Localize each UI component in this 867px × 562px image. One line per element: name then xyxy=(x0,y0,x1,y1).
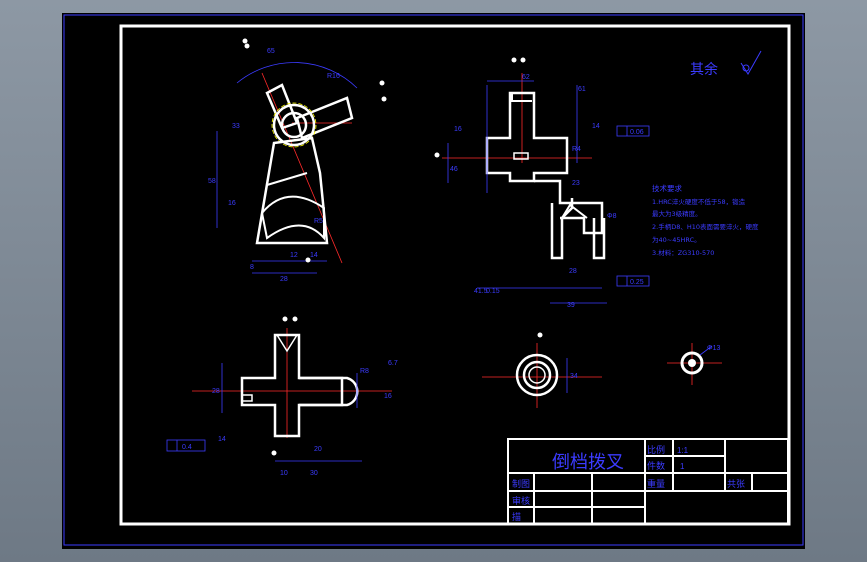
dim-label: Φ13 xyxy=(707,345,720,352)
dim-label: 41.5 xyxy=(474,288,488,295)
weight-label: 重量 xyxy=(647,478,665,490)
view-ring: 34 xyxy=(482,332,602,408)
scale-label: 比例 xyxy=(647,444,665,456)
qty-label: 件数 xyxy=(647,460,665,472)
roughness-note: 其余 xyxy=(690,61,718,78)
view-fork-front: 65 58 28 16 R16 12 33 R5 14 8 xyxy=(208,38,387,283)
dim-label: 8 xyxy=(250,264,254,271)
cad-drawing-canvas: 其余 65 58 28 16 R16 12 33 R5 14 8 xyxy=(62,13,805,549)
dim-label: 14 xyxy=(592,123,600,130)
drawing-svg: 其余 65 58 28 16 R16 12 33 R5 14 8 xyxy=(63,14,804,546)
dim-label: 0.15 xyxy=(486,288,500,295)
check-label: 审核 xyxy=(512,495,530,507)
tech-heading: 技术要求 xyxy=(652,183,682,193)
scale-value: 1:1 xyxy=(677,446,689,455)
drawing-title: 倒档拨叉 xyxy=(552,452,624,473)
sheets-label: 共张 xyxy=(727,479,745,490)
dim-label: R4 xyxy=(572,146,581,153)
dim-label: Φ8 xyxy=(607,213,617,220)
tolerance-value: 0.06 xyxy=(630,129,644,136)
outer-border xyxy=(63,14,804,546)
dim-label: 16 xyxy=(228,200,236,207)
dim-label: 30 xyxy=(310,470,318,477)
view-section-left: 28 R8 10 20 30 16 6.7 14 0.4 xyxy=(166,316,398,477)
view-small-ring: Φ13 xyxy=(667,343,722,385)
design-label: 制图 xyxy=(512,478,530,490)
dim-label: 58 xyxy=(208,178,216,185)
inner-border xyxy=(119,24,791,526)
dim-label: R8 xyxy=(360,368,369,375)
view-fork-side: 62 16 61 R4 46 23 0.15 14 39 41.5 28 Φ8 … xyxy=(434,57,650,309)
roughness-symbol-icon xyxy=(740,50,762,75)
dim-label: 33 xyxy=(232,123,240,130)
tech-line: 为40~45HRC。 xyxy=(652,235,701,244)
dim-label: 39 xyxy=(567,302,575,309)
tech-line: 1.HRC淬火硬度不低于58，锻造 xyxy=(652,197,746,206)
tech-requirements: 技术要求 1.HRC淬火硬度不低于58，锻造 最大为3级精度。 2.手柄D8、H… xyxy=(652,183,759,257)
dim-label: 14 xyxy=(218,436,226,443)
tolerance-value: 0.25 xyxy=(630,279,644,286)
dim-label: 28 xyxy=(569,268,577,275)
tech-line: 最大为3级精度。 xyxy=(652,209,702,218)
dim-label: 6.7 xyxy=(388,360,398,367)
dim-label: 12 xyxy=(290,252,298,259)
dim-label: 61 xyxy=(578,86,586,93)
tech-line: 2.手柄D8、H10表面需要淬火，硬度 xyxy=(652,222,759,231)
trace-label: 描 xyxy=(512,511,521,523)
tech-line: 3.材料：ZG310-570 xyxy=(652,248,714,257)
dim-label: 28 xyxy=(212,388,220,395)
tolerance-value: 0.4 xyxy=(182,444,192,451)
dim-label: 65 xyxy=(267,48,275,55)
dim-label: 14 xyxy=(310,252,318,259)
dim-label: 16 xyxy=(454,126,462,133)
title-block xyxy=(507,438,789,525)
dim-label: 10 xyxy=(280,470,288,477)
dim-label: 46 xyxy=(450,166,458,173)
dim-label: R5 xyxy=(314,218,323,225)
dim-label: 16 xyxy=(384,393,392,400)
dim-label: 28 xyxy=(280,276,288,283)
dim-label: 20 xyxy=(314,446,322,453)
dim-label: R16 xyxy=(327,73,340,80)
dim-label: 34 xyxy=(570,373,578,380)
dim-label: 23 xyxy=(572,180,580,187)
qty-value: 1 xyxy=(680,462,685,471)
dim-label: 62 xyxy=(522,74,530,81)
